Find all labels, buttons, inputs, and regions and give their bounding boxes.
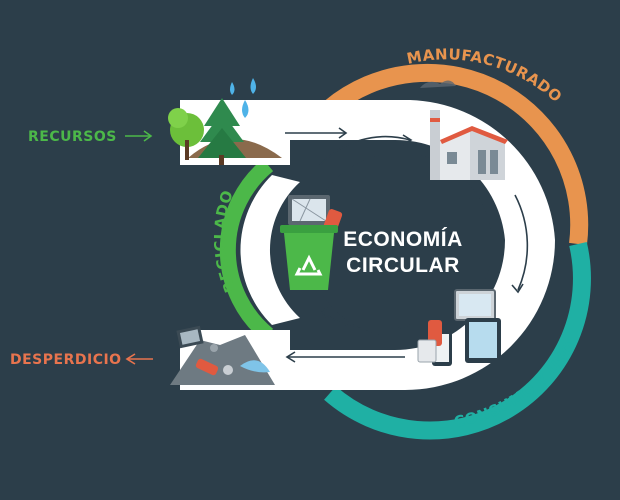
devices-illustration [417, 289, 501, 366]
factory-icon [420, 80, 508, 180]
waste-label: DESPERDICIO [10, 352, 122, 368]
arrow-top-inner [319, 135, 411, 166]
arrow-devices-to-recycling [321, 311, 411, 332]
consumption-arc [324, 241, 591, 440]
center-title-line1: ECONOMÍA [343, 228, 463, 251]
recycling-arc [219, 158, 274, 342]
water-drop-icon [230, 82, 235, 95]
center-circle [308, 153, 492, 337]
resources-illustration [168, 78, 282, 165]
resources-arrow-icon [125, 130, 153, 142]
recycle-symbol-icon [294, 254, 323, 276]
center-title-line2: CIRCULAR [346, 254, 460, 277]
water-drop-icon [242, 100, 249, 118]
manufactured-arc [324, 63, 589, 246]
waste-arrow-icon [125, 353, 153, 365]
arrow-factory-to-devices [514, 194, 529, 291]
white-band-left [240, 175, 300, 325]
waste-pile-illustration [170, 325, 275, 385]
white-band-bottom [180, 240, 555, 390]
water-drop-icon [250, 78, 256, 94]
flow-arrows [285, 127, 529, 363]
resources-label: RECURSOS [28, 129, 117, 145]
recycling-bin-icon [280, 195, 343, 290]
